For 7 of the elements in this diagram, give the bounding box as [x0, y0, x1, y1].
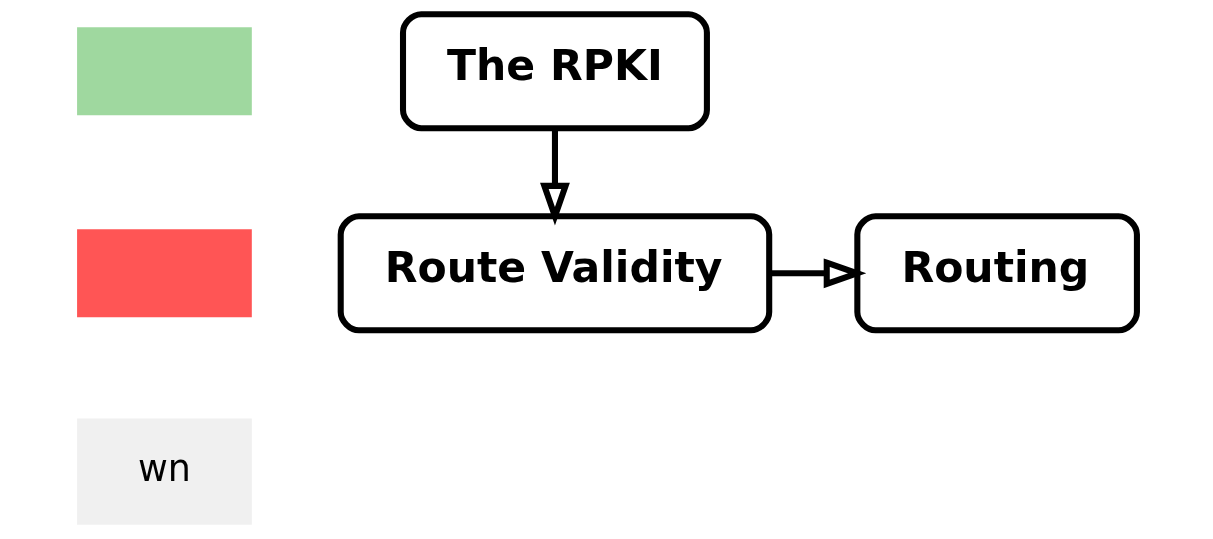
node-box [76, 27, 252, 116]
node-box: Routing [853, 213, 1140, 334]
node-box: Route Validity [337, 213, 772, 334]
arrow [769, 258, 866, 289]
arrow [539, 128, 570, 226]
node-box [76, 229, 252, 318]
node-box: The RPKI [399, 11, 710, 132]
